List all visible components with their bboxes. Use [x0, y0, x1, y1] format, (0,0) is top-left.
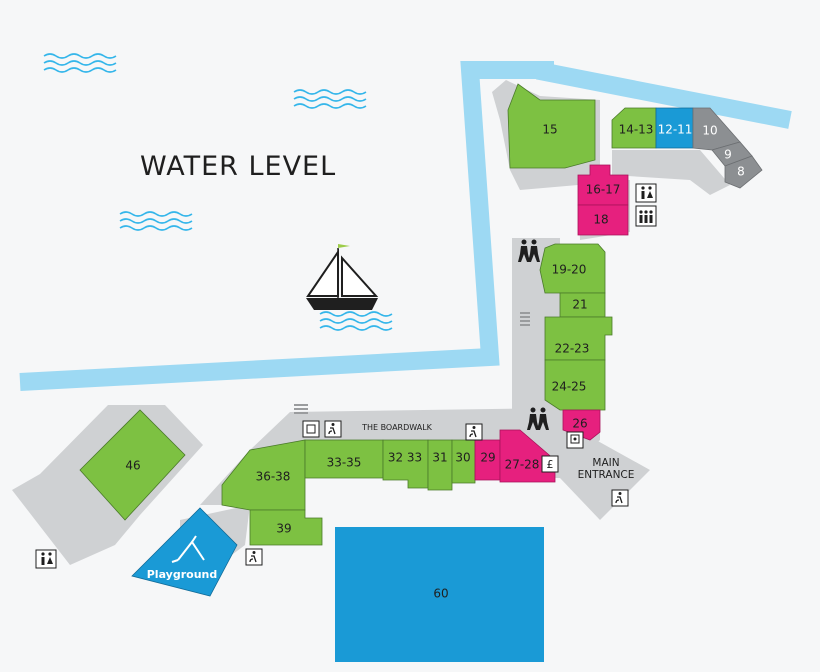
accessible-icon[interactable] — [324, 420, 342, 438]
unit-21[interactable]: 21 — [559, 292, 606, 318]
unit-19-20[interactable]: 19-20 — [539, 243, 606, 294]
main-entrance-label-line1: MAIN — [592, 457, 619, 469]
toilets-icon[interactable] — [35, 549, 57, 569]
unit-10-label: 10 — [702, 124, 717, 138]
unit-27-28-label: 27-28 — [505, 458, 540, 472]
north-units: 15 16-17 18 14-13 12-11 10 9 8 — [507, 83, 763, 236]
water-channel — [19, 61, 792, 391]
map-title: WATER LEVEL — [140, 151, 336, 182]
unit-27-28[interactable]: 27-28 — [499, 429, 556, 483]
unit-22-23-label: 22-23 — [555, 342, 590, 356]
cash-machine-icon[interactable]: £ — [541, 455, 559, 473]
pedestrians-icon — [518, 239, 540, 262]
unit-36-38-label: 36-38 — [256, 470, 291, 484]
unit-39-label: 39 — [276, 522, 291, 536]
unit-33-35[interactable]: 33-35 — [304, 439, 384, 479]
lift-icon[interactable] — [566, 431, 584, 449]
slide-icon — [171, 535, 205, 563]
unit-29[interactable]: 29 — [474, 439, 501, 481]
cash-symbol: £ — [547, 458, 554, 471]
unit-36-38[interactable]: 36-38 — [221, 439, 306, 511]
lift-icon[interactable] — [302, 420, 320, 438]
unit-14-13[interactable]: 14-13 — [611, 107, 657, 149]
unit-15[interactable]: 15 — [507, 83, 596, 169]
unit-19-20-label: 19-20 — [552, 263, 587, 277]
accessible-icon[interactable] — [465, 423, 483, 441]
unit-32-33-label: 32 33 — [388, 451, 422, 465]
unit-18-label: 18 — [593, 213, 608, 227]
boardwalk-units: 36-38 39 33-35 32 33 31 30 29 27-28 — [221, 429, 556, 546]
unit-22-23[interactable]: 22-23 — [544, 316, 613, 361]
unit-30-label: 30 — [455, 451, 470, 465]
unit-9-label: 9 — [724, 148, 732, 162]
unit-32-33[interactable]: 32 33 — [382, 439, 429, 489]
unit-26-label: 26 — [572, 417, 587, 431]
playground-label: Playground — [147, 568, 217, 581]
unit-60-label: 60 — [433, 587, 448, 601]
waves-icon — [43, 53, 393, 331]
accessible-icon[interactable] — [611, 489, 629, 507]
stairs-icon[interactable] — [294, 404, 308, 414]
unit-8-label: 8 — [737, 165, 745, 179]
unit-12-11-label: 12-11 — [658, 123, 693, 137]
sailboat-icon — [306, 244, 379, 310]
unit-16-17[interactable]: 16-17 — [577, 164, 629, 206]
unit-30[interactable]: 30 — [451, 439, 476, 484]
unit-46[interactable]: 46 — [79, 409, 186, 521]
unit-12-11[interactable]: 12-11 — [655, 107, 694, 149]
accessible-icon[interactable] — [245, 548, 263, 566]
unit-14-13-label: 14-13 — [619, 123, 654, 137]
unit-29-label: 29 — [480, 451, 495, 465]
toilets-icon[interactable] — [635, 183, 657, 203]
unit-24-25[interactable]: 24-25 — [544, 359, 606, 411]
pedestrians-icon — [527, 407, 549, 430]
boardwalk-label: THE BOARDWALK — [361, 423, 433, 432]
unit-46-label: 46 — [125, 459, 140, 473]
playground[interactable]: Playground — [131, 507, 238, 597]
unit-18[interactable]: 18 — [577, 204, 629, 236]
unit-60[interactable]: 60 — [335, 527, 544, 662]
baby-change-icon[interactable] — [635, 205, 657, 227]
unit-39[interactable]: 39 — [249, 509, 323, 546]
stairs-icon[interactable] — [520, 312, 530, 326]
unit-16-17-label: 16-17 — [586, 183, 621, 197]
unit-24-25-label: 24-25 — [552, 380, 587, 394]
unit-31-label: 31 — [432, 451, 447, 465]
unit-31[interactable]: 31 — [427, 439, 453, 491]
unit-33-35-label: 33-35 — [327, 456, 362, 470]
unit-15-label: 15 — [542, 123, 557, 137]
spine-units: 19-20 21 22-23 24-25 26 — [539, 243, 613, 441]
main-entrance-label-line2: ENTRANCE — [578, 469, 635, 481]
facility-icons: £ — [35, 183, 657, 569]
unit-21-label: 21 — [572, 298, 587, 312]
unit-8[interactable]: 8 — [724, 155, 763, 189]
